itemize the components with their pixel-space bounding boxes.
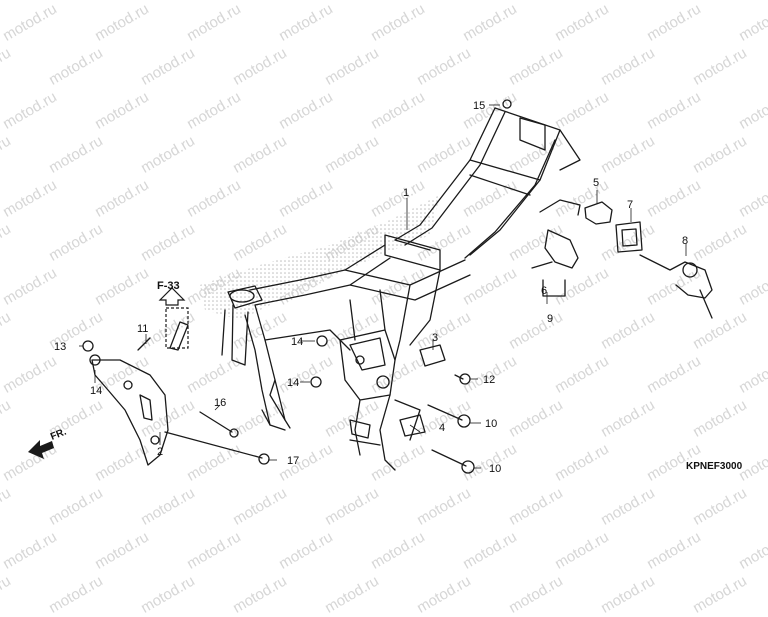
callout-12: 12 [483,374,495,386]
pin-part-11 [137,337,151,351]
bolt-part-10-upper [427,404,463,421]
watermark-text: motod.ru [230,572,290,617]
nut-part-14-b [310,376,322,388]
watermark-text: motod.ru [506,572,566,617]
clip-part-5 [584,201,613,225]
nut-part-14-c [89,354,101,366]
callout-14-c: 14 [90,385,102,397]
reference-code: F-33 [157,280,180,292]
watermark-text: motod.ru [138,572,198,617]
watermark-text: motod.ru [322,572,382,617]
bolt-part-10-lower [431,449,467,467]
front-direction-label: FR. [49,426,68,442]
callout-6: 6 [541,285,547,297]
bolt-part-12 [454,374,464,380]
cover-plate-part-2 [91,359,169,466]
callout-13: 13 [54,341,66,353]
watermark-text: motod.ru [690,572,750,617]
callout-11: 11 [137,323,148,335]
callout-14-b: 14 [287,377,299,389]
callout-14-a: 14 [291,336,303,348]
part-code-label: KPNEF3000 [686,461,743,472]
callout-10-upper: 10 [485,418,497,430]
fuel-tank-shade [200,195,440,320]
bolt-part-16 [199,411,233,433]
gasket-part-7 [615,221,643,253]
bracket-part-4 [399,414,426,437]
bolt-part-17 [164,431,263,459]
leader-lines [79,104,687,469]
nut-part-13 [82,340,94,352]
callout-7: 7 [627,199,633,211]
callout-9: 9 [547,313,553,325]
callout-10-lower: 10 [489,463,501,475]
callout-17: 17 [287,455,299,467]
callout-4: 4 [439,422,445,434]
frame-body-diagram: FR. 1 2 3 4 5 6 7 8 9 10 10 11 12 13 14 … [28,99,713,475]
callout-16: 16 [214,397,226,409]
lock-part-8 [639,254,713,319]
bolt-part-15 [502,99,512,109]
front-direction-arrow: FR. [28,426,68,459]
reference-arrow [158,287,189,349]
watermark-text: motod.ru [0,572,14,617]
watermark-text: motod.ru [414,572,474,617]
callout-labels: 1 2 3 4 5 6 7 8 9 10 10 11 12 13 14 14 1… [54,100,688,475]
callout-1: 1 [403,187,409,199]
callout-2: 2 [157,446,163,458]
callout-8: 8 [682,235,688,247]
nut-part-14-a [316,335,328,347]
callout-3: 3 [432,332,438,344]
callout-15: 15 [473,100,485,112]
watermark-text: motod.ru [46,572,106,617]
watermark-text: motod.ru [598,572,658,617]
main-frame [221,107,581,471]
callout-5: 5 [593,177,599,189]
switch-part-9 [531,229,579,269]
bracket-part-3 [419,344,446,367]
